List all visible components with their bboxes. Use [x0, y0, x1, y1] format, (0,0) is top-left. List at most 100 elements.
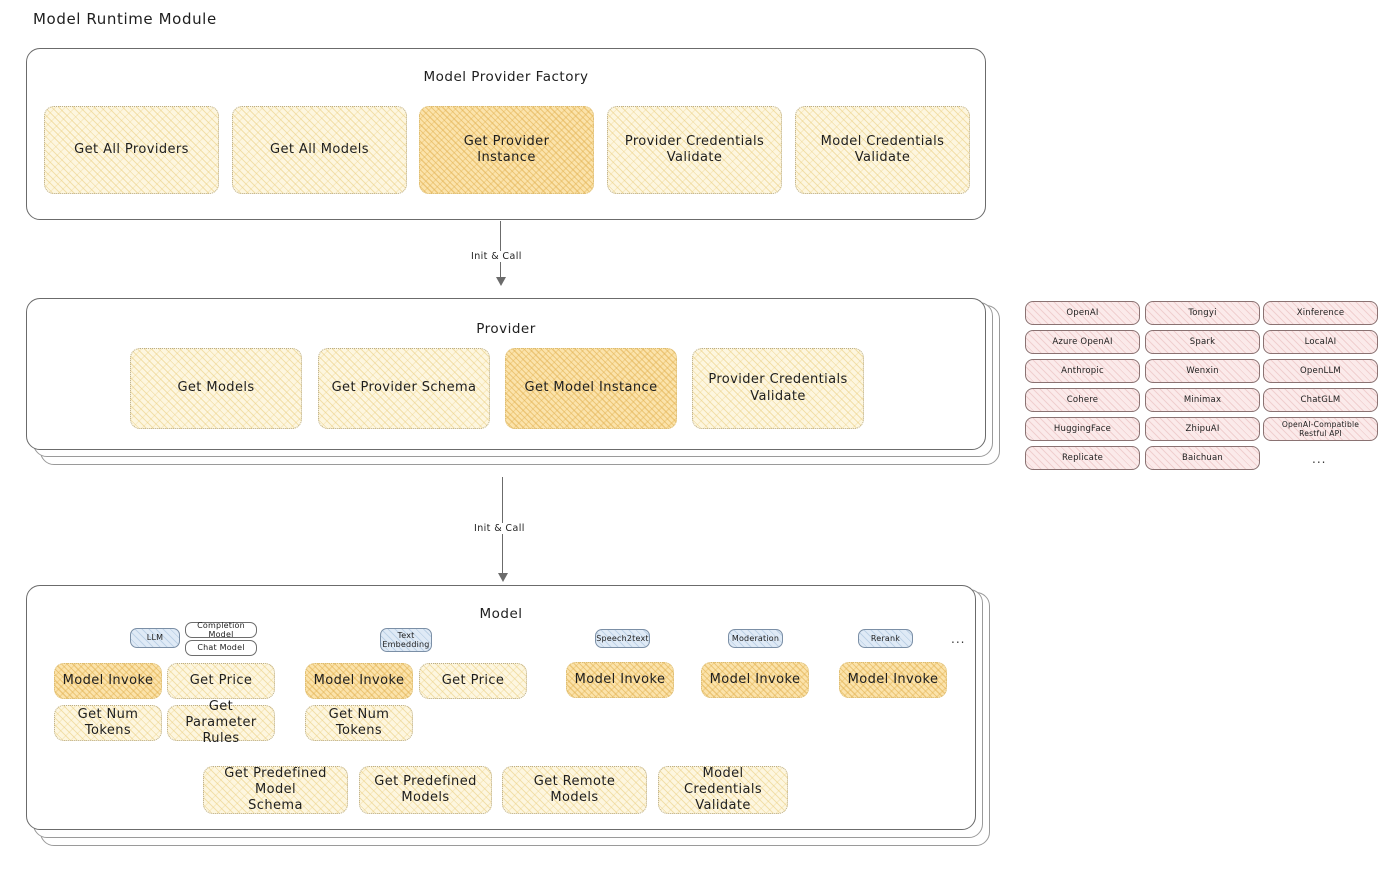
provider-chip-label: Replicate [1061, 453, 1104, 463]
factory-box-get-all-providers[interactable]: Get All Providers [44, 106, 219, 194]
provider-box-label: Get Provider Schema [331, 380, 477, 396]
provider-chip-openai-compatible-restful-api[interactable]: OpenAI-Compatible Restful API [1263, 417, 1378, 441]
provider-chip-minimax[interactable]: Minimax [1145, 388, 1260, 412]
provider-list-more-ellipsis: ... [1312, 452, 1327, 466]
model-type-badge-llm[interactable]: LLM [130, 628, 180, 648]
provider-chip-openai[interactable]: OpenAI [1025, 301, 1140, 325]
llm-box-get-num-tokens[interactable]: Get Num Tokens [54, 705, 162, 741]
provider-chip-label: LocalAI [1304, 337, 1337, 347]
provider-chip-baichuan[interactable]: Baichuan [1145, 446, 1260, 470]
llm-box-model-invoke[interactable]: Model Invoke [54, 663, 162, 699]
provider-chip-replicate[interactable]: Replicate [1025, 446, 1140, 470]
model-type-badge-label: LLM [146, 633, 164, 643]
model-types-more-ellipsis: ... [951, 632, 966, 646]
llm-box-label: Model Invoke [62, 672, 154, 688]
model-subtype-badge-completion-model[interactable]: Completion Model [185, 620, 257, 639]
provider-chip-wenxin[interactable]: Wenxin [1145, 359, 1260, 383]
model-common-box-get-remote-models[interactable]: Get Remote Models [502, 766, 647, 814]
model-subtype-badge-label: Chat Model [197, 643, 245, 653]
text-embedding-box-label: Get Price [441, 672, 505, 688]
text-embedding-box-get-num-tokens[interactable]: Get Num Tokens [305, 705, 413, 741]
provider-chip-label: ZhipuAI [1185, 424, 1220, 434]
provider-chip-chatglm[interactable]: ChatGLM [1263, 388, 1378, 412]
provider-chip-label: OpenAI-Compatible Restful API [1281, 420, 1360, 438]
provider-chip-xinference[interactable]: Xinference [1263, 301, 1378, 325]
factory-box-label: Get All Models [270, 141, 369, 157]
provider-box-label: Get Models [177, 380, 255, 396]
model-type-badge-rerank[interactable]: Rerank [858, 629, 913, 648]
text-embedding-box-label: Model Invoke [313, 672, 405, 688]
provider-chip-label: Tongyi [1188, 308, 1217, 318]
provider-chip-tongyi[interactable]: Tongyi [1145, 301, 1260, 325]
model-type-badge-moderation[interactable]: Moderation [728, 629, 783, 648]
text-embedding-box-model-invoke[interactable]: Model Invoke [305, 663, 413, 699]
provider-title: Provider [476, 321, 536, 337]
llm-box-label: Get Price [189, 672, 253, 688]
provider-chip-azure-openai[interactable]: Azure OpenAI [1025, 330, 1140, 354]
provider-box-get-provider-schema[interactable]: Get Provider Schema [318, 348, 490, 429]
text-embedding-box-get-price[interactable]: Get Price [419, 663, 527, 699]
provider-chip-label: HuggingFace [1053, 424, 1112, 434]
provider-chip-openllm[interactable]: OpenLLM [1263, 359, 1378, 383]
moderation-box-model-invoke[interactable]: Model Invoke [701, 662, 809, 698]
model-subtype-badge-label: Completion Model [197, 620, 245, 639]
model-subtype-badge-chat-model[interactable]: Chat Model [185, 640, 257, 656]
provider-chip-label: Minimax [1183, 395, 1222, 405]
speech2text-box-label: Model Invoke [574, 671, 666, 687]
provider-box-get-model-instance[interactable]: Get Model Instance [505, 348, 677, 429]
arrow-provider-to-model-label: Init & Call [471, 523, 528, 534]
model-type-badge-speech2text[interactable]: Speech2text [595, 629, 650, 648]
provider-chip-label: OpenLLM [1300, 366, 1341, 376]
factory-box-label: Get All Providers [74, 141, 189, 157]
model-type-badge-label: Rerank [870, 633, 901, 643]
llm-box-label: Get Num Tokens [77, 706, 139, 738]
text-embedding-box-label: Get Num Tokens [328, 706, 390, 738]
page-title: Model Runtime Module [33, 10, 217, 28]
provider-box-get-models[interactable]: Get Models [130, 348, 302, 429]
provider-chip-spark[interactable]: Spark [1145, 330, 1260, 354]
arrow-provider-to-model-head [498, 573, 508, 582]
provider-chip-huggingface[interactable]: HuggingFace [1025, 417, 1140, 441]
provider-chip-anthropic[interactable]: Anthropic [1025, 359, 1140, 383]
provider-chip-zhipuai[interactable]: ZhipuAI [1145, 417, 1260, 441]
provider-chip-label: Azure OpenAI [1052, 337, 1113, 347]
arrow-factory-to-provider-head [496, 277, 506, 286]
model-provider-factory-title: Model Provider Factory [423, 69, 589, 85]
provider-chip-label: Cohere [1066, 395, 1099, 405]
speech2text-box-model-invoke[interactable]: Model Invoke [566, 662, 674, 698]
provider-chip-label: Wenxin [1186, 366, 1219, 376]
rerank-box-model-invoke[interactable]: Model Invoke [839, 662, 947, 698]
provider-chip-label: Anthropic [1061, 366, 1104, 376]
factory-box-get-all-models[interactable]: Get All Models [232, 106, 407, 194]
provider-box-label: Get Model Instance [524, 380, 658, 396]
model-title: Model [479, 606, 523, 622]
provider-chip-cohere[interactable]: Cohere [1025, 388, 1140, 412]
provider-chip-label: Spark [1189, 337, 1216, 347]
arrow-factory-to-provider-label: Init & Call [468, 251, 525, 262]
model-type-badge-label: Speech2text [596, 633, 649, 643]
llm-box-get-price[interactable]: Get Price [167, 663, 275, 699]
model-container: Model [26, 585, 976, 830]
model-common-box-label: Get Remote Models [533, 773, 616, 805]
provider-chip-label: OpenAI [1066, 308, 1099, 318]
provider-chip-label: Baichuan [1181, 453, 1224, 463]
provider-chip-localai[interactable]: LocalAI [1263, 330, 1378, 354]
